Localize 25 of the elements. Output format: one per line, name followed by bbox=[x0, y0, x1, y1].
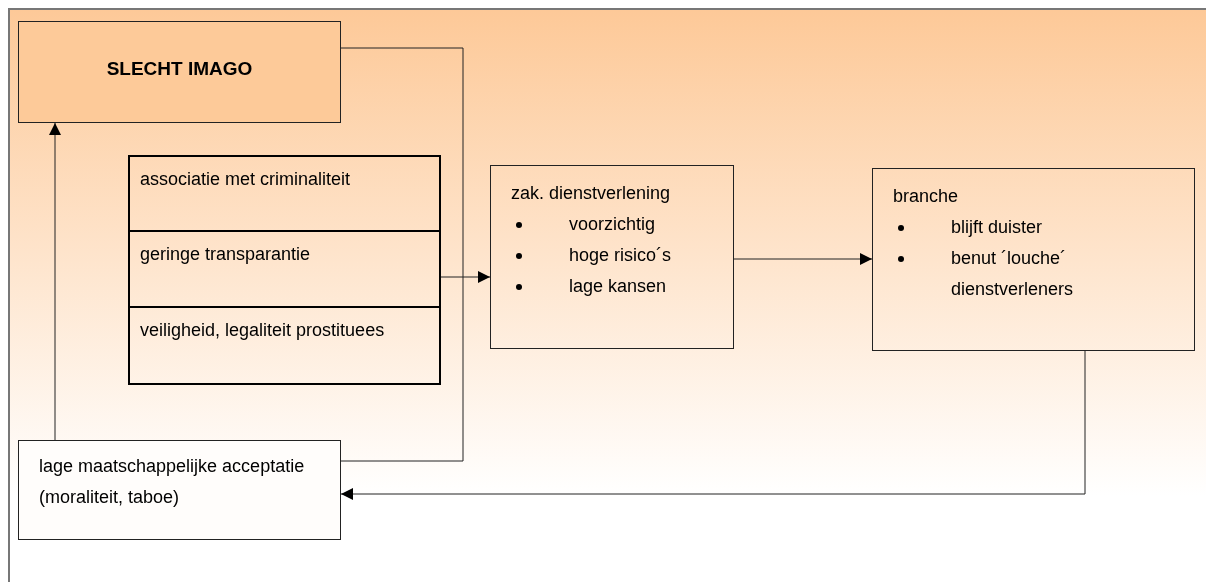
process-box bbox=[490, 165, 734, 349]
factor-text: geringe transparantie bbox=[140, 243, 312, 266]
factor-cell bbox=[128, 155, 441, 232]
process-box bbox=[18, 440, 341, 540]
arrow bbox=[49, 122, 61, 441]
box-heading: branche bbox=[893, 185, 960, 208]
connector-line bbox=[340, 47, 464, 462]
factor-cell bbox=[128, 232, 441, 308]
arrow bbox=[440, 271, 491, 283]
arrow bbox=[733, 253, 873, 265]
box-text: lage maatschappelijke acceptatie bbox=[39, 455, 306, 478]
arrow bbox=[340, 350, 1086, 500]
box-title: SLECHT IMAGO bbox=[106, 58, 253, 80]
title-box bbox=[18, 21, 341, 123]
bullet-item: blijft duister bbox=[893, 212, 1178, 243]
box-heading: zak. dienstverlening bbox=[511, 182, 672, 205]
box-text: (moraliteit, taboe) bbox=[39, 486, 181, 509]
factor-text: associatie met criminaliteit bbox=[140, 168, 352, 191]
process-box bbox=[872, 168, 1195, 351]
factor-cell bbox=[128, 308, 441, 385]
factor-text: veiligheid, legaliteit prostituees bbox=[140, 319, 386, 342]
bullet-item: lage kansen bbox=[511, 271, 717, 302]
bullet-item: voorzichtig bbox=[511, 209, 717, 240]
bullet-item: benut ´louche´ dienstverleners bbox=[893, 243, 1178, 305]
bullet-item: hoge risico´s bbox=[511, 240, 717, 271]
